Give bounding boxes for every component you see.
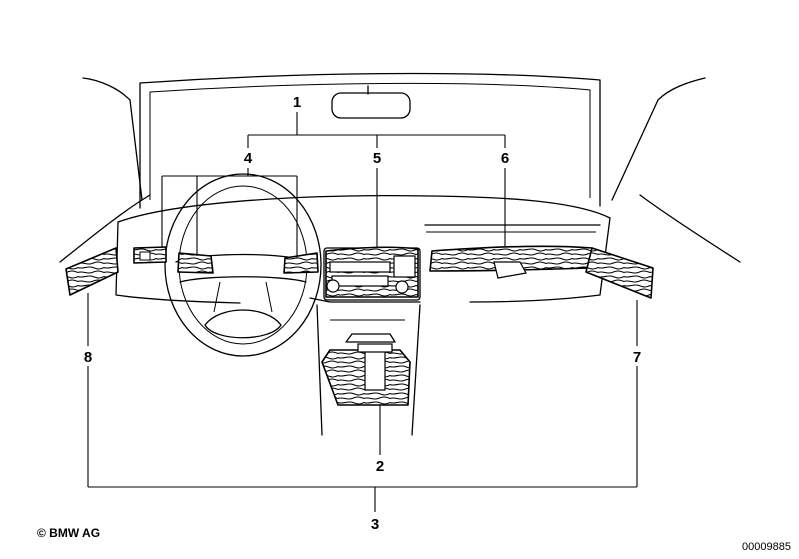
windshield-frame (59, 72, 741, 263)
leader-1 (248, 112, 505, 136)
callout-4: 4 (244, 150, 253, 167)
trim-instrument-center (177, 252, 214, 274)
trim-instrument-right (283, 252, 319, 274)
callout-8: 8 (84, 349, 92, 366)
callout-6: 6 (501, 150, 509, 167)
callout-labels: 1 2 3 4 5 6 7 8 (84, 94, 641, 533)
leader-4 (161, 135, 298, 258)
leader-3 (88, 486, 637, 512)
callout-2: 2 (376, 458, 384, 475)
center-console (316, 304, 421, 436)
image-code: 00009885 (742, 541, 791, 553)
callout-3: 3 (371, 516, 379, 533)
copyright-notice: © BMW AG (37, 526, 101, 540)
trim-left-door (65, 247, 119, 296)
callout-7: 7 (633, 349, 641, 366)
callout-5: 5 (373, 150, 381, 167)
dashboard-outline (115, 194, 611, 304)
wood-trim-pieces (65, 245, 654, 406)
leader-lines (87, 112, 638, 512)
callout-1: 1 (293, 94, 301, 111)
trim-details (139, 251, 527, 391)
rearview-mirror (331, 85, 411, 119)
trim-right-door (585, 247, 654, 299)
